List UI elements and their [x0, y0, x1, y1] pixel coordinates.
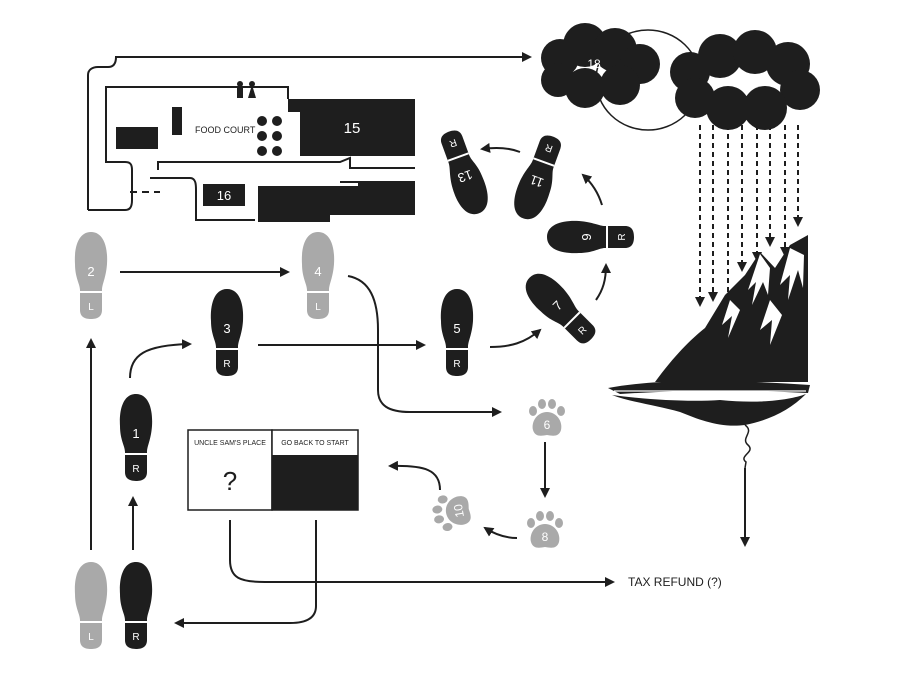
- arrow-7-to-9: [595, 263, 611, 301]
- paw-8: 8: [527, 511, 563, 548]
- restroom-icon: [237, 81, 256, 98]
- uncle-sams-place-cell: [187, 429, 273, 511]
- rain-lines: [695, 125, 803, 322]
- footstep-13-side: R: [448, 136, 459, 149]
- footstep-9: 9 R: [547, 220, 634, 254]
- cloud-18: [541, 23, 660, 108]
- area-16-block: [203, 184, 245, 206]
- footstep-9-number: 9: [579, 233, 594, 240]
- go-back-title: GO BACK TO START: [281, 440, 349, 447]
- arrow-mall-to-18: [87, 52, 532, 210]
- island-rim: [608, 380, 810, 394]
- footstep-5: 5 R: [440, 289, 474, 376]
- tax-refund-label: TAX REFUND (?): [628, 575, 722, 589]
- cloud-18-label: 18: [587, 57, 601, 71]
- footstep-4: 4 L: [301, 232, 335, 319]
- footstep-11: 11 R: [508, 131, 569, 224]
- shop-bottom-right: [258, 182, 415, 222]
- reflection-trickle: [743, 424, 751, 469]
- paw-6: 6: [529, 399, 565, 436]
- arrow-4-to-6: [347, 275, 502, 417]
- shop-thin-left: [172, 107, 182, 135]
- footstep-1-number: 1: [132, 426, 139, 441]
- mall-map: FOOD COURT 15 16: [88, 81, 415, 222]
- footstep-4-side: L: [315, 302, 321, 313]
- path-arrows: [86, 52, 750, 628]
- footstep-start-right: R: [119, 562, 153, 649]
- area-16-label: 16: [217, 188, 231, 203]
- footstep-start-left: L: [74, 562, 108, 649]
- paw-10: 10: [430, 491, 473, 534]
- footstep-13: 13 R: [433, 126, 494, 219]
- mall-corridor: [157, 156, 415, 170]
- footstep-2-number: 2: [87, 264, 94, 279]
- mountain-snow: [722, 248, 804, 345]
- arrow-1-to-3: [129, 339, 192, 379]
- footstep-5-number: 5: [453, 321, 460, 336]
- footstep-2: 2 L: [74, 232, 108, 319]
- footstep-3-number: 3: [223, 321, 230, 336]
- arrow-8-to-10: [483, 526, 518, 539]
- footstep-11-number: 11: [528, 172, 546, 191]
- footstep-9-side: R: [617, 233, 628, 240]
- footstep-1: 1 R: [119, 394, 153, 481]
- paw-8-number: 8: [542, 530, 549, 544]
- paw-6-number: 6: [544, 418, 551, 432]
- uncle-sams-place-title: UNCLE SAM'S PLACE: [194, 440, 266, 447]
- uncle-sams-question-mark: ?: [223, 466, 237, 496]
- footstep-3-side: R: [223, 359, 230, 370]
- food-court-label: FOOD COURT: [195, 125, 256, 135]
- footstep-start-left-side: L: [88, 632, 94, 643]
- footstep-7: 7 R: [518, 266, 603, 351]
- footstep-2-side: L: [88, 302, 94, 313]
- island-reflection: [612, 394, 806, 426]
- arrow-9-to-11: [581, 173, 603, 206]
- decision-box: UNCLE SAM'S PLACE ? GO BACK TO START: [187, 429, 359, 511]
- mall-outer-wall: [88, 86, 289, 211]
- footstep-4-number: 4: [314, 264, 321, 279]
- footstep-11-side: R: [544, 141, 555, 154]
- footstep-3: 3 R: [210, 289, 244, 376]
- go-back-fill: [272, 455, 358, 510]
- arrow-5-to-7: [489, 328, 542, 348]
- shop-small-left: [116, 127, 158, 149]
- cloud-20-label: 20: [740, 79, 754, 93]
- arrow-box-to-refund: [229, 520, 615, 587]
- paw-10-number: 10: [451, 503, 467, 519]
- mountain-island: [608, 235, 810, 469]
- area-15-block: [288, 99, 415, 156]
- mall-corridor-bracket: [150, 177, 255, 221]
- area-15-label: 15: [344, 120, 361, 137]
- arrow-box-to-start: [174, 520, 317, 628]
- arrow-11-to-13: [480, 142, 521, 153]
- storm-area: 18 20: [541, 23, 820, 322]
- footstep-1-side: R: [132, 464, 139, 475]
- arrow-10-to-box: [388, 460, 441, 491]
- footstep-13-number: 13: [456, 167, 475, 186]
- footstep-start-right-side: R: [132, 632, 139, 643]
- food-court-tables: [257, 116, 282, 156]
- cloud-20: [670, 30, 820, 130]
- footstep-5-side: R: [453, 359, 460, 370]
